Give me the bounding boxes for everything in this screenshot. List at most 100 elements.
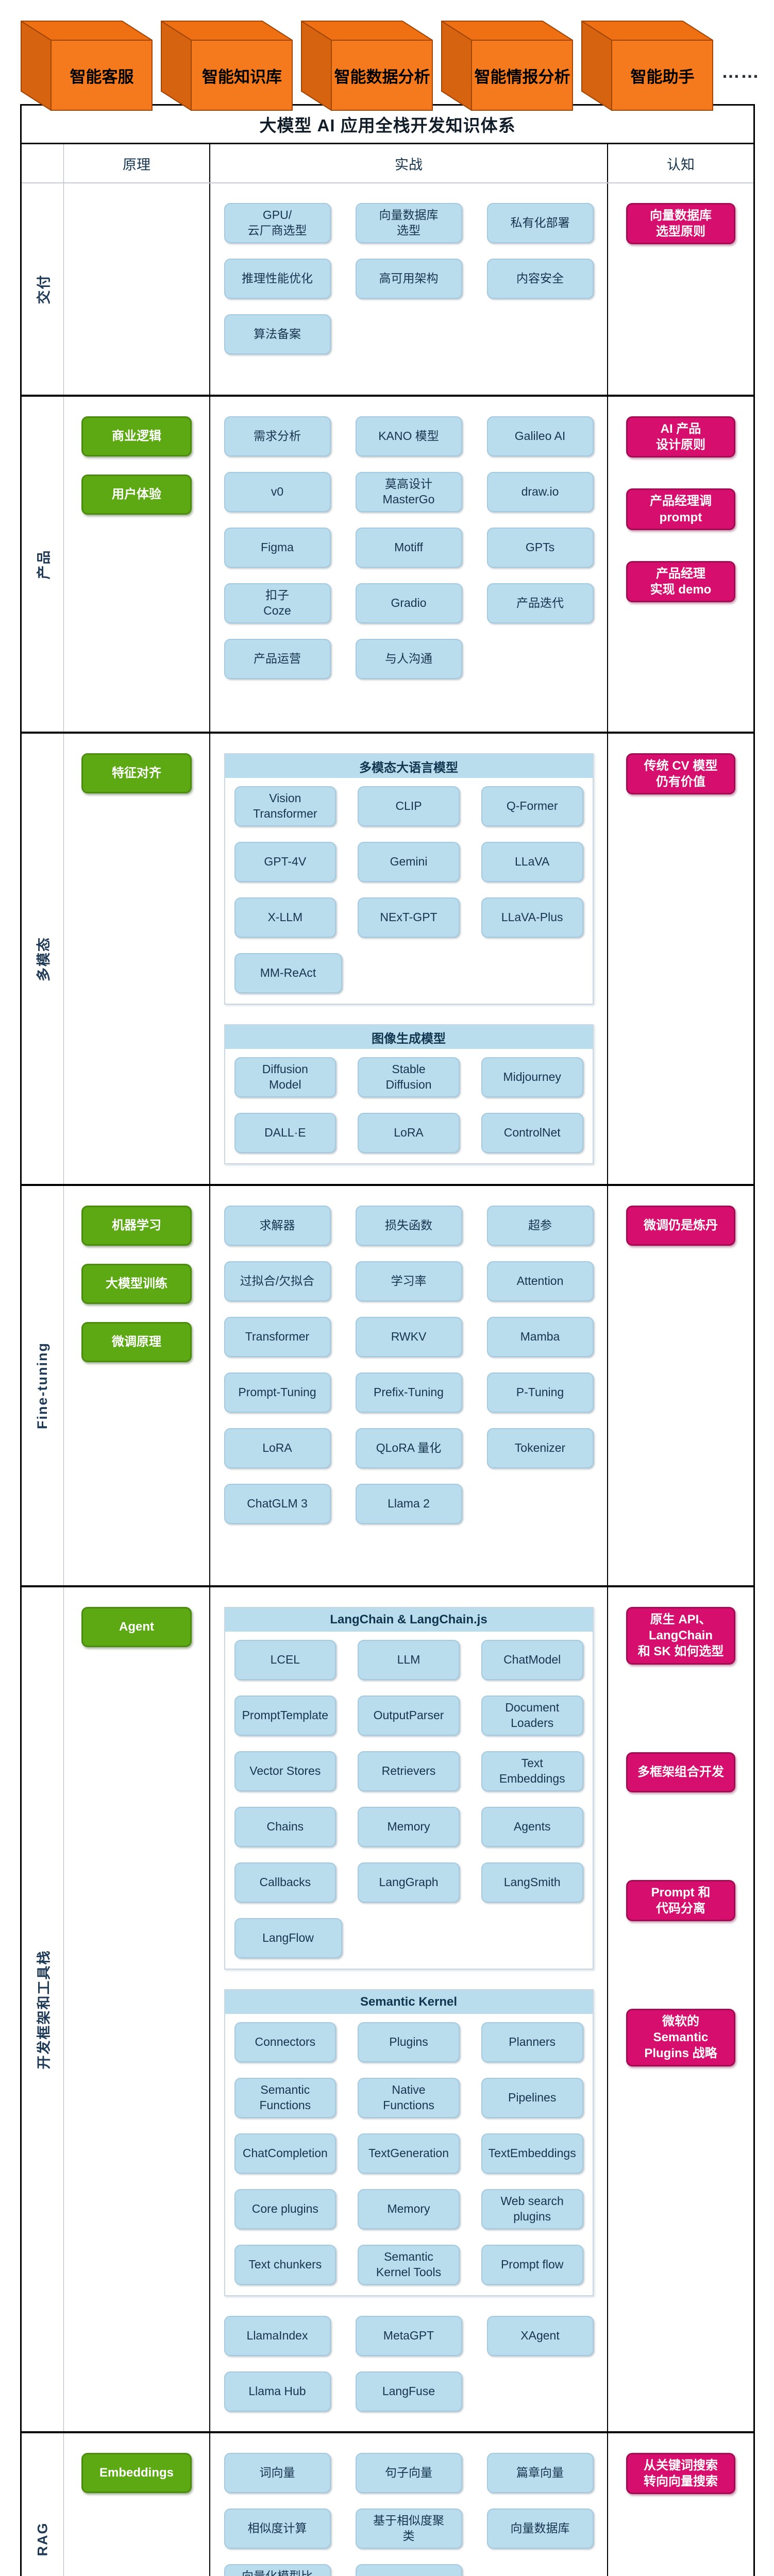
row-label-cell: 交付	[22, 183, 64, 395]
row-label: 开发框架和工具栈	[36, 1950, 52, 2069]
practice-box: LangFlow	[234, 1918, 342, 1958]
practice-box: Motiff	[355, 528, 462, 568]
practice-row: MM-ReAct	[234, 953, 583, 993]
practice-box: XAgent	[486, 2316, 594, 2356]
practice-box: Prompt-Tuning	[224, 1372, 331, 1413]
practice-box: 过拟合/欠拟合	[224, 1261, 331, 1301]
practice-row: 算法备案	[224, 314, 594, 354]
practice-box: Tokenizer	[486, 1428, 594, 1468]
cube-icon	[21, 21, 153, 111]
practice-box: MetaGPT	[355, 2316, 462, 2356]
practice-box: Figma	[224, 528, 331, 568]
principle-cell: 商业逻辑用户体验	[64, 397, 210, 732]
row-label: 交付	[36, 274, 52, 304]
principle-cell: 特征对齐	[64, 734, 210, 1184]
practice-box: LLaVA-Plus	[481, 897, 583, 938]
app-3d-box: 智能客服	[21, 21, 153, 111]
practice-box: 损失函数	[355, 1206, 462, 1246]
practice-box: Vision Transformer	[234, 786, 336, 826]
practice-box: LangFuse	[355, 2371, 462, 2412]
principle-box: 特征对齐	[81, 753, 192, 793]
practice-box: 扣子 Coze	[224, 583, 331, 623]
row-label: 多模态	[36, 936, 52, 981]
cognition-cell: 微调仍是炼丹	[608, 1186, 753, 1585]
practice-box: 算法备案	[224, 314, 331, 354]
cognition-box: 原生 API、 LangChain 和 SK 如何选型	[626, 1607, 735, 1665]
principle-cell: 机器学习大模型训练微调原理	[64, 1186, 210, 1585]
app-3d-box: 智能数据分析	[301, 21, 433, 111]
practice-box: draw.io	[486, 472, 594, 512]
practice-row: 求解器损失函数超参	[224, 1206, 594, 1246]
practice-box: Attention	[486, 1261, 594, 1301]
practice-box: Text chunkers	[234, 2245, 336, 2285]
practice-box: CLIP	[358, 786, 460, 826]
principle-box: 大模型训练	[81, 1264, 192, 1304]
practice-box: LlamaIndex	[224, 2316, 331, 2356]
practice-row: 产品运营与人沟通	[224, 639, 594, 679]
practice-box: 相似度计算	[224, 2509, 331, 2549]
row-label-cell: RAG	[22, 2433, 64, 2576]
practice-box: P-Tuning	[486, 1372, 594, 1413]
practice-row: LangFlow	[234, 1918, 583, 1958]
principle-box: Agent	[81, 1607, 192, 1647]
practice-row: 推理性能优化高可用架构内容安全	[224, 259, 594, 299]
practice-box: Mamba	[486, 1317, 594, 1357]
header-cell-empty	[22, 144, 64, 182]
row-label: RAG	[35, 2522, 50, 2556]
practice-box: 高可用架构	[355, 259, 462, 299]
cube-icon	[581, 21, 713, 111]
practice-row: Vision Transformer CLIP Q-Former	[234, 786, 583, 826]
practice-box: Retrievers	[358, 1751, 460, 1791]
practice-box: GPU/ 云厂商选型	[224, 203, 331, 243]
practice-row: 相似度计算基于相似度聚 类向量数据库	[224, 2509, 594, 2549]
practice-box: 句子向量	[355, 2453, 462, 2493]
practice-box: Midjourney	[481, 1057, 583, 1097]
practice-box: RWKV	[355, 1317, 462, 1357]
practice-box: 向量数据库 选型	[355, 203, 462, 243]
app-box-label: 智能情报分析	[474, 68, 570, 86]
practice-box: 内容安全	[486, 259, 594, 299]
app-3d-box: 智能情报分析	[441, 21, 573, 111]
app-3d-box: 智能知识库	[161, 21, 293, 111]
practice-box: 与人沟通	[355, 639, 462, 679]
table-title: 大模型 AI 应用全栈开发知识体系	[22, 106, 753, 144]
practice-box: 超参	[486, 1206, 594, 1246]
practice-box: Plugins	[358, 2022, 460, 2062]
row-label-cell: 产品	[22, 397, 64, 732]
practice-box: NExT-GPT	[358, 897, 460, 938]
practice-box: Galileo AI	[486, 416, 594, 456]
practice-box: 推理性能优化	[224, 259, 331, 299]
practice-box: TextGeneration	[358, 2133, 460, 2174]
app-box-label: 智能助手	[630, 68, 695, 86]
practice-box: QLoRA 量化	[355, 1428, 462, 1468]
practice-row: 向量化模型比 较向量模型部署	[224, 2564, 594, 2576]
practice-box: Q-Former	[481, 786, 583, 826]
row-label-cell: Fine-tuning	[22, 1186, 64, 1585]
cube-icon	[161, 21, 293, 111]
practice-box: LoRA	[358, 1113, 460, 1153]
practice-box: Text Embeddings	[481, 1751, 583, 1791]
